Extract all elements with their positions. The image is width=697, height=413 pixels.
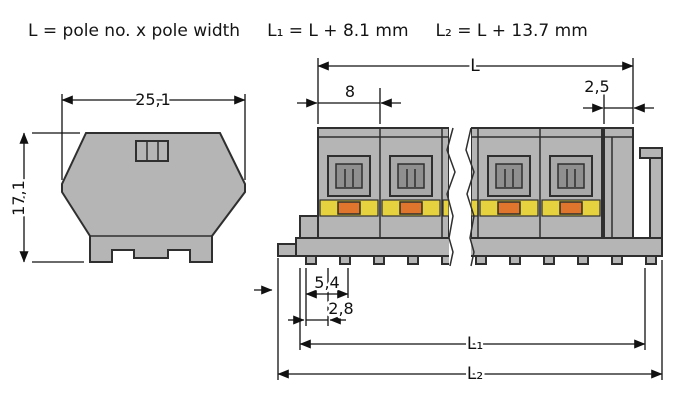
dim-label-end-plate: 2,5 [584, 77, 609, 96]
dim-label-overall: L [470, 56, 480, 76]
formula-l2: L₂ = L + 13.7 mm [435, 21, 588, 41]
terminal-strip [317, 127, 634, 239]
break-line-left [446, 127, 456, 267]
dimension-foot-b: 2,8 [288, 297, 356, 325]
pole-internals [381, 155, 441, 217]
left-end-stop [299, 215, 319, 239]
dimension-l1: L₁ [299, 332, 646, 357]
right-end-clamp [649, 147, 663, 239]
dimension-l2: L₂ [277, 362, 663, 387]
front-view: L 8 2,5 5,4 [254, 54, 663, 387]
dim-label-side-height: 17,1 [9, 180, 28, 216]
dimension-overall-L: L [317, 54, 634, 79]
length-break [446, 121, 475, 269]
dimension-side-width: 25,1 [61, 88, 246, 180]
dimension-pole-width: 8 [297, 80, 401, 108]
dimension-end-plate: 2,5 [582, 75, 654, 113]
dim-label-foot-a: 5,4 [314, 273, 339, 292]
pole-internals [319, 155, 379, 217]
dim-label-side-width: 25,1 [135, 90, 171, 109]
end-plate [603, 127, 634, 239]
marking-field [135, 140, 169, 162]
mounting-foot [277, 147, 663, 265]
foot-teeth [305, 255, 657, 265]
pole-separators [379, 128, 541, 238]
formula-header: L = pole no. x pole width L₁ = L + 8.1 m… [28, 21, 588, 41]
formula-l1: L₁ = L + 8.1 mm [267, 21, 409, 41]
dim-label-l1: L₁ [467, 334, 483, 354]
right-end-hook [639, 147, 663, 159]
dim-label-pole-width: 8 [345, 82, 355, 101]
dimension-foot-a: 5,4 [305, 271, 349, 299]
dimension-side-height: 17,1 [7, 132, 84, 263]
break-line-right [465, 127, 475, 267]
front-view-dimensions: L 8 2,5 5,4 [254, 54, 663, 387]
side-view: 25,1 17,1 [7, 88, 246, 263]
busbar-band-cut-left [442, 199, 450, 217]
pole-internals [479, 155, 539, 217]
pole-internals [541, 155, 601, 217]
dim-label-l2: L₂ [467, 364, 483, 384]
dim-label-foot-b: 2,8 [328, 299, 353, 318]
formula-pole-width: L = pole no. x pole width [28, 21, 241, 41]
foot-left-tab [277, 243, 297, 257]
